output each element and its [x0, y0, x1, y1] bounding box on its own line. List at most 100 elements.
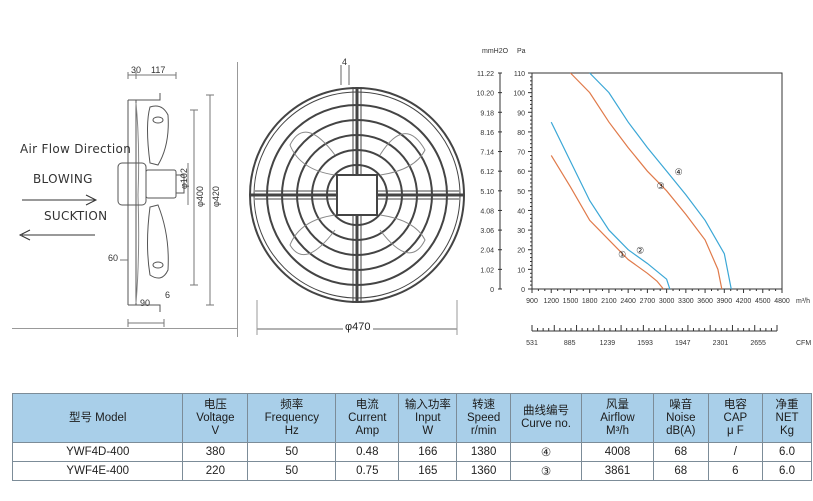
table-cell: 50: [247, 461, 337, 481]
table-cell: 6: [707, 461, 764, 481]
table-cell: 1380: [456, 442, 511, 462]
column-header-text: Airflow: [600, 411, 635, 424]
column-header-text: 转速: [472, 398, 496, 411]
y-unit-mmh2o: mmH2O: [482, 48, 509, 55]
y-tick-label-mmh2o: 10.20: [476, 91, 494, 98]
series-line: [589, 72, 732, 290]
x-tick-label: 900: [526, 298, 538, 305]
column-header-text: 净重: [775, 398, 799, 411]
column-header-text: Voltage: [196, 411, 235, 424]
y-tick-label-pa: 110: [514, 71, 525, 78]
column-header-text: dB(A): [666, 424, 696, 437]
x-tick-label: 4500: [755, 298, 771, 305]
x-tick-label: 2400: [620, 298, 636, 305]
cfm-tick-label: 885: [564, 340, 576, 347]
column-header-text: r/min: [470, 424, 497, 437]
column-header-text: 型号 Model: [68, 411, 127, 424]
table-cell: 1360: [456, 461, 511, 481]
x-tick-label: 4800: [774, 298, 790, 305]
y-tick-label-pa: 20: [517, 248, 525, 255]
front-view-drawing: 4 φ470: [245, 55, 470, 340]
y-tick-label-pa: 30: [517, 228, 525, 235]
column-header-text: Speed: [467, 411, 501, 424]
table-cell: 50: [247, 442, 337, 462]
column-header-text: 电压: [203, 398, 227, 411]
column-header-text: 电容: [723, 398, 747, 411]
table-cell: 0.48: [335, 442, 400, 462]
cfm-tick-label: 2655: [750, 340, 766, 347]
table-cell: 165: [398, 461, 458, 481]
divider-line: [12, 328, 237, 329]
table-cell: 68: [652, 442, 709, 462]
suction-label: SUCKTION: [44, 209, 108, 223]
dim-400: φ400: [195, 186, 205, 207]
divider-line: [237, 62, 238, 337]
column-header-text: Noise: [666, 411, 696, 424]
air-flow-direction-label: Air Flow Direction: [20, 142, 132, 156]
column-header-text: μ F: [726, 424, 744, 437]
column-header-text: Input: [415, 411, 441, 424]
table-cell: ④: [509, 442, 583, 462]
series-label: ①: [618, 250, 626, 260]
y-tick-label-mmh2o: 9.18: [480, 110, 494, 117]
column-header-text: V: [211, 424, 220, 437]
x-tick-label: 2100: [601, 298, 617, 305]
column-header-text: 曲线编号: [523, 405, 569, 417]
y-tick-label-mmh2o: 6.12: [480, 169, 494, 176]
x-tick-label: 3900: [717, 298, 733, 305]
column-header: 型号 Model: [11, 393, 184, 443]
column-header-text: NET: [775, 411, 799, 424]
column-header-text: Curve no.: [521, 418, 571, 430]
y-tick-label-mmh2o: 0: [490, 287, 494, 294]
x-tick-label: 2700: [640, 298, 656, 305]
x-tick-label: 4200: [736, 298, 752, 305]
series-line: [570, 72, 723, 290]
column-header-text: Kg: [779, 424, 795, 437]
y-tick-label-pa: 0: [521, 287, 525, 294]
performance-chart-svg: 11011.2210010.20909.18808.16707.14606.12…: [476, 48, 811, 347]
cfm-unit: CFM: [796, 340, 811, 347]
side-view-drawing: 30 117 φ102 φ400 φ420 60 90 6 Air Flow D…: [0, 55, 240, 335]
cfm-tick-label: 1947: [675, 340, 691, 347]
x-tick-label: 1500: [563, 298, 579, 305]
table-cell: /: [707, 442, 764, 462]
x-tick-label: 3300: [678, 298, 694, 305]
column-header-text: 输入功率: [404, 398, 451, 411]
y-tick-label-mmh2o: 2.04: [480, 248, 494, 255]
blowing-label: BLOWING: [33, 172, 93, 186]
column-header-text: CAP: [723, 411, 748, 424]
column-header-text: 噪音: [669, 398, 693, 411]
x-tick-label: 1200: [543, 298, 559, 305]
y-tick-label-pa: 70: [517, 150, 525, 157]
dim-117: 117: [151, 65, 166, 75]
series-label: ③: [657, 181, 665, 191]
table-cell: ③: [509, 461, 583, 481]
column-header-text: W: [422, 424, 434, 437]
y-tick-label-pa: 80: [517, 130, 525, 137]
y-tick-label-mmh2o: 4.08: [480, 208, 494, 215]
y-tick-label-pa: 40: [517, 208, 525, 215]
table-cell: 68: [652, 461, 709, 481]
plot-frame: [531, 72, 783, 290]
column-header-text: Amp: [355, 424, 380, 437]
front-view-svg: [249, 65, 465, 335]
dim-60: 60: [108, 253, 119, 263]
y-tick-label-pa: 60: [517, 169, 525, 176]
y-tick-label-pa: 90: [517, 110, 525, 117]
table-cell: 6.0: [762, 461, 812, 481]
table-cell: 6.0: [762, 442, 812, 462]
series-label: ②: [636, 246, 644, 256]
dim-102: φ102: [179, 168, 189, 189]
series-label: ④: [675, 167, 683, 177]
